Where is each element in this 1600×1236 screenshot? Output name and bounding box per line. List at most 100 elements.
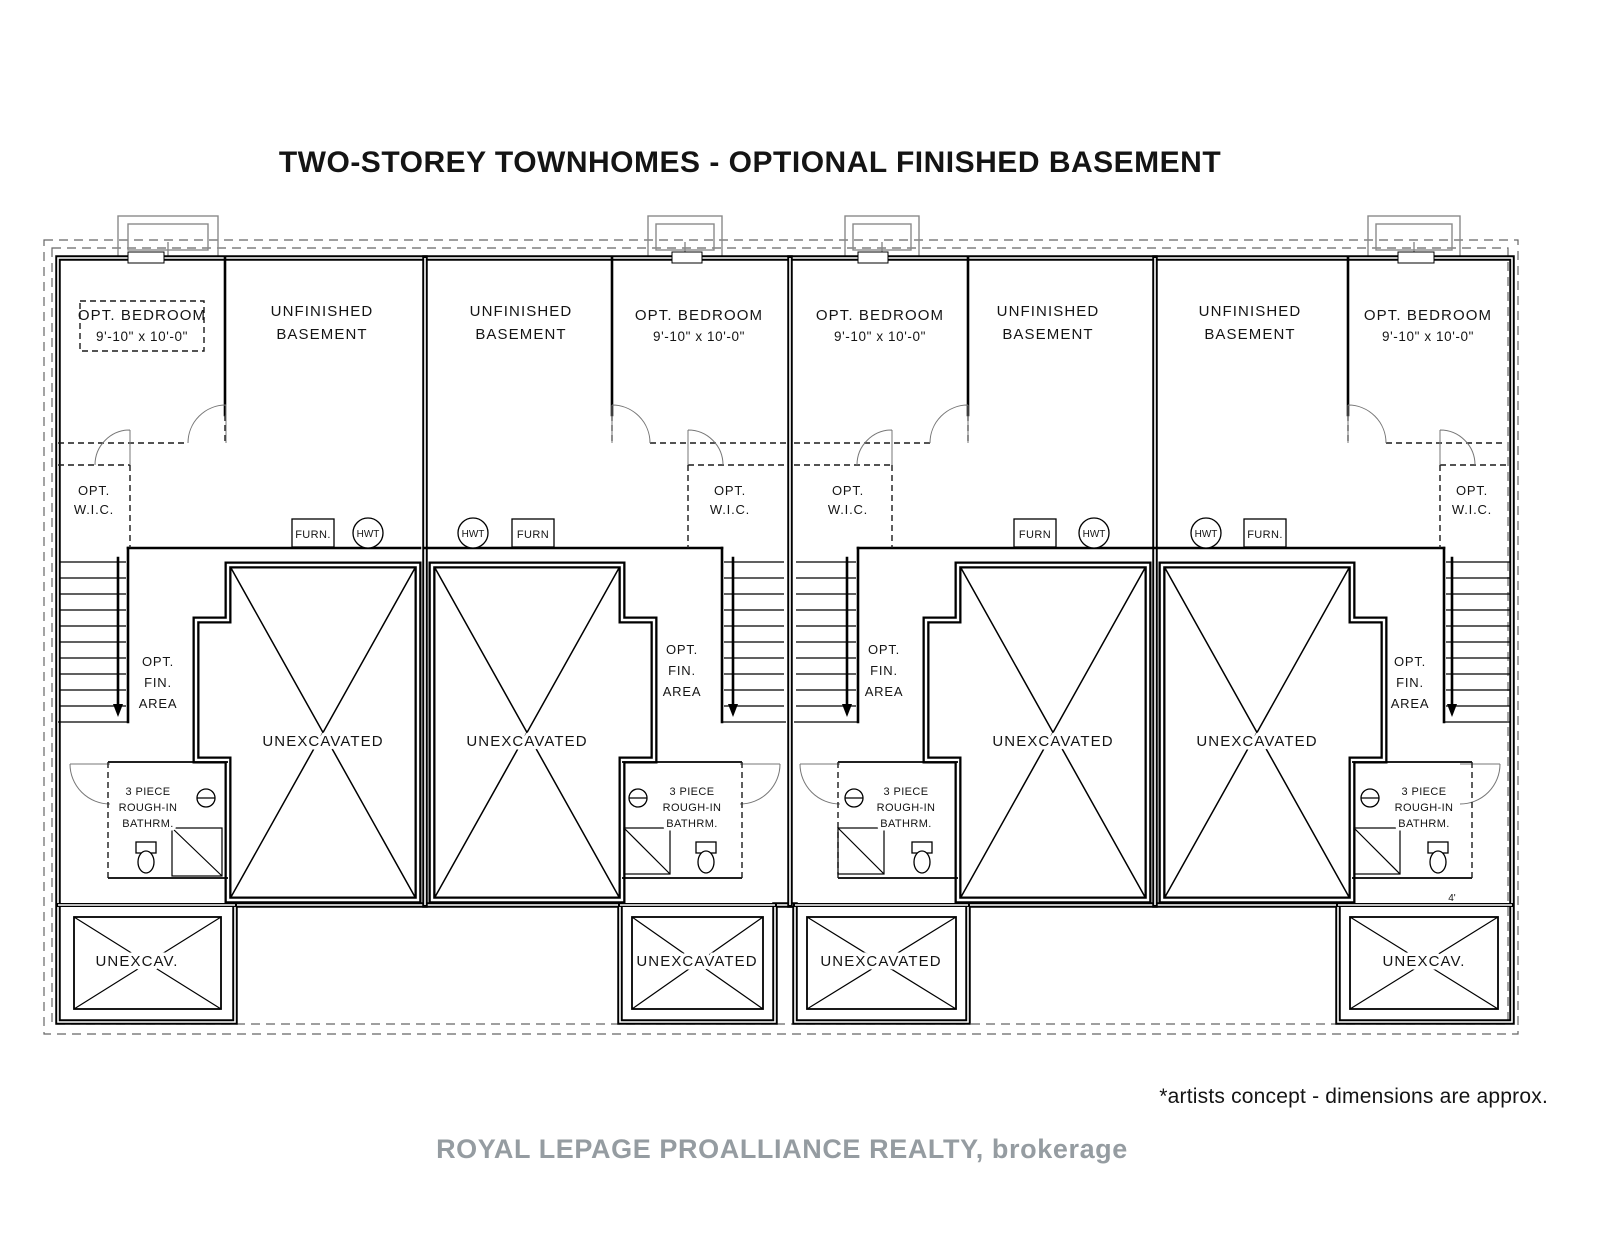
u1-optional-walls bbox=[58, 415, 226, 548]
u3-wic-opt: OPT. bbox=[832, 483, 864, 498]
u3-basement: BASEMENT bbox=[1002, 326, 1093, 343]
u2-bathroom bbox=[622, 761, 743, 879]
u3-bedroom-dims: 9'-10" x 10'-0" bbox=[834, 329, 926, 344]
u1-furnace-box bbox=[291, 518, 335, 548]
u1-fin: FIN. bbox=[144, 675, 172, 690]
u2-fin-opt: OPT. bbox=[666, 642, 698, 657]
u4-bath-line1: 3 PIECE bbox=[1402, 786, 1447, 798]
u4-furn-label: FURN. bbox=[1247, 529, 1283, 541]
u1-unexcavated-label: UNEXCAVATED bbox=[262, 733, 383, 750]
u2-wic-door-arc bbox=[687, 429, 724, 466]
porch4-x bbox=[1349, 916, 1499, 1010]
u2-bedroom-door-arc bbox=[611, 404, 651, 444]
party-walls-inner-line bbox=[424, 258, 1156, 905]
bottom-porch-4: UNEXCAV. bbox=[1349, 916, 1499, 1010]
u1-unexcavated bbox=[192, 561, 422, 904]
window-2 bbox=[671, 251, 703, 264]
u2-stairs bbox=[720, 546, 786, 724]
u4-porch-dim: 4' bbox=[1448, 893, 1456, 904]
u2-bath-door-arc bbox=[739, 763, 781, 805]
u4-opt-bedroom: OPT. BEDROOM bbox=[1364, 307, 1492, 324]
u1-bedroom-label-box bbox=[79, 300, 205, 352]
u1-bath-line3: BATHRM. bbox=[122, 818, 173, 830]
u2-basement: BASEMENT bbox=[475, 326, 566, 343]
u1-hwt-label: HWT bbox=[357, 529, 380, 540]
u4-unfinished: UNFINISHED bbox=[1199, 303, 1302, 320]
u4-hwt-icon bbox=[1190, 517, 1222, 549]
u1-hwt-icon bbox=[352, 517, 384, 549]
u2-opt-bedroom: OPT. BEDROOM bbox=[635, 307, 763, 324]
u1-bath-line2: ROUGH-IN bbox=[119, 802, 178, 814]
u4-basement: BASEMENT bbox=[1204, 326, 1295, 343]
porch3-x bbox=[806, 916, 957, 1010]
u3-bath-line2: ROUGH-IN bbox=[877, 802, 936, 814]
bottom-porches: UNEXCAV. UNEXCAVATED UNEXCAVATED UNEXCAV… bbox=[73, 916, 1499, 1010]
windows bbox=[127, 251, 1435, 264]
unit-3: FURN HWT OPT. BEDROOM 9'-10" x 10'-0" UN… bbox=[794, 256, 1152, 904]
u4-bath-line2: ROUGH-IN bbox=[1395, 802, 1454, 814]
u2-hwt-icon bbox=[457, 517, 489, 549]
u2-bath-line2: ROUGH-IN bbox=[663, 802, 722, 814]
u4-unexcavated-label: UNEXCAVATED bbox=[1196, 733, 1317, 750]
u1-furn-label: FURN. bbox=[295, 529, 331, 541]
footing-dashed-inner bbox=[51, 247, 1509, 1025]
u4-bedroom-dims: 9'-10" x 10'-0" bbox=[1382, 329, 1474, 344]
unit-2: HWT FURN UNFINISHED BASEMENT OPT. BEDROO… bbox=[428, 256, 786, 904]
u3-wic: W.I.C. bbox=[828, 502, 868, 517]
u4-unexcavated-x bbox=[1164, 567, 1350, 898]
u2-unfinished: UNFINISHED bbox=[470, 303, 573, 320]
u4-fin-opt: OPT. bbox=[1394, 654, 1426, 669]
u3-stairs bbox=[794, 546, 860, 724]
porch1-x bbox=[73, 916, 222, 1010]
u2-furnace-box bbox=[511, 518, 555, 548]
u3-fin: FIN. bbox=[870, 663, 898, 678]
u2-bath-line3: BATHRM. bbox=[666, 818, 717, 830]
u1-bedroom-door-arc bbox=[187, 404, 227, 444]
u3-unexcavated-label: UNEXCAVATED bbox=[992, 733, 1113, 750]
u1-wic-door-arc bbox=[94, 429, 131, 466]
u2-bath-line1: 3 PIECE bbox=[670, 786, 715, 798]
porch4-label: UNEXCAV. bbox=[1383, 953, 1466, 970]
u4-bath-line3: BATHRM. bbox=[1398, 818, 1449, 830]
u4-wic-opt: OPT. bbox=[1456, 483, 1488, 498]
u2-toilet-icon bbox=[697, 850, 715, 874]
window-1 bbox=[127, 251, 165, 264]
u1-basement: BASEMENT bbox=[276, 326, 367, 343]
u1-shower-icon bbox=[171, 827, 223, 877]
porch2-label: UNEXCAVATED bbox=[636, 953, 757, 970]
u3-hwt-label: HWT bbox=[1083, 529, 1106, 540]
u4-toilet-icon bbox=[1429, 850, 1447, 874]
u1-unexcavated-x bbox=[230, 567, 416, 898]
u3-bedroom-door-arc bbox=[929, 404, 969, 444]
u3-furnace-box bbox=[1013, 518, 1057, 548]
u2-bedroom-dims: 9'-10" x 10'-0" bbox=[653, 329, 745, 344]
u2-furn-label: FURN bbox=[517, 529, 549, 541]
u1-wic: W.I.C. bbox=[74, 502, 114, 517]
u2-unexcavated-x bbox=[434, 567, 620, 898]
u2-fin-area: AREA bbox=[663, 684, 702, 699]
footer-notes: *artists concept - dimensions are approx… bbox=[436, 1085, 1548, 1164]
u3-toilet-icon bbox=[913, 850, 931, 874]
u3-bath-door-arc bbox=[799, 763, 841, 805]
u1-bathroom bbox=[107, 761, 228, 879]
bottom-porch-3: UNEXCAVATED bbox=[806, 916, 957, 1010]
u3-unfinished: UNFINISHED bbox=[997, 303, 1100, 320]
window-3 bbox=[857, 251, 889, 264]
u1-stair-arrow bbox=[113, 704, 123, 717]
u4-hwt-label: HWT bbox=[1195, 529, 1218, 540]
u2-unexcavated bbox=[428, 561, 658, 904]
u1-toilet-icon bbox=[137, 850, 155, 874]
u4-wic: W.I.C. bbox=[1452, 502, 1492, 517]
u2-shower-icon bbox=[623, 827, 671, 875]
u3-stair-arrow bbox=[842, 704, 852, 717]
unit-4: HWT FURN. UNFINISHED BASEMENT OPT. BEDRO… bbox=[1158, 256, 1510, 904]
u3-hwt-icon bbox=[1078, 517, 1110, 549]
u3-fin-area: AREA bbox=[865, 684, 904, 699]
u2-wic-opt: OPT. bbox=[714, 483, 746, 498]
u1-bath-line1: 3 PIECE bbox=[126, 786, 171, 798]
footing-dashed-outer bbox=[43, 239, 1519, 1035]
u1-wic-opt: OPT. bbox=[78, 483, 110, 498]
u3-wic-door-arc bbox=[856, 429, 893, 466]
u2-unexcavated-label: UNEXCAVATED bbox=[466, 733, 587, 750]
bottom-porch-2: UNEXCAVATED bbox=[631, 916, 764, 1010]
